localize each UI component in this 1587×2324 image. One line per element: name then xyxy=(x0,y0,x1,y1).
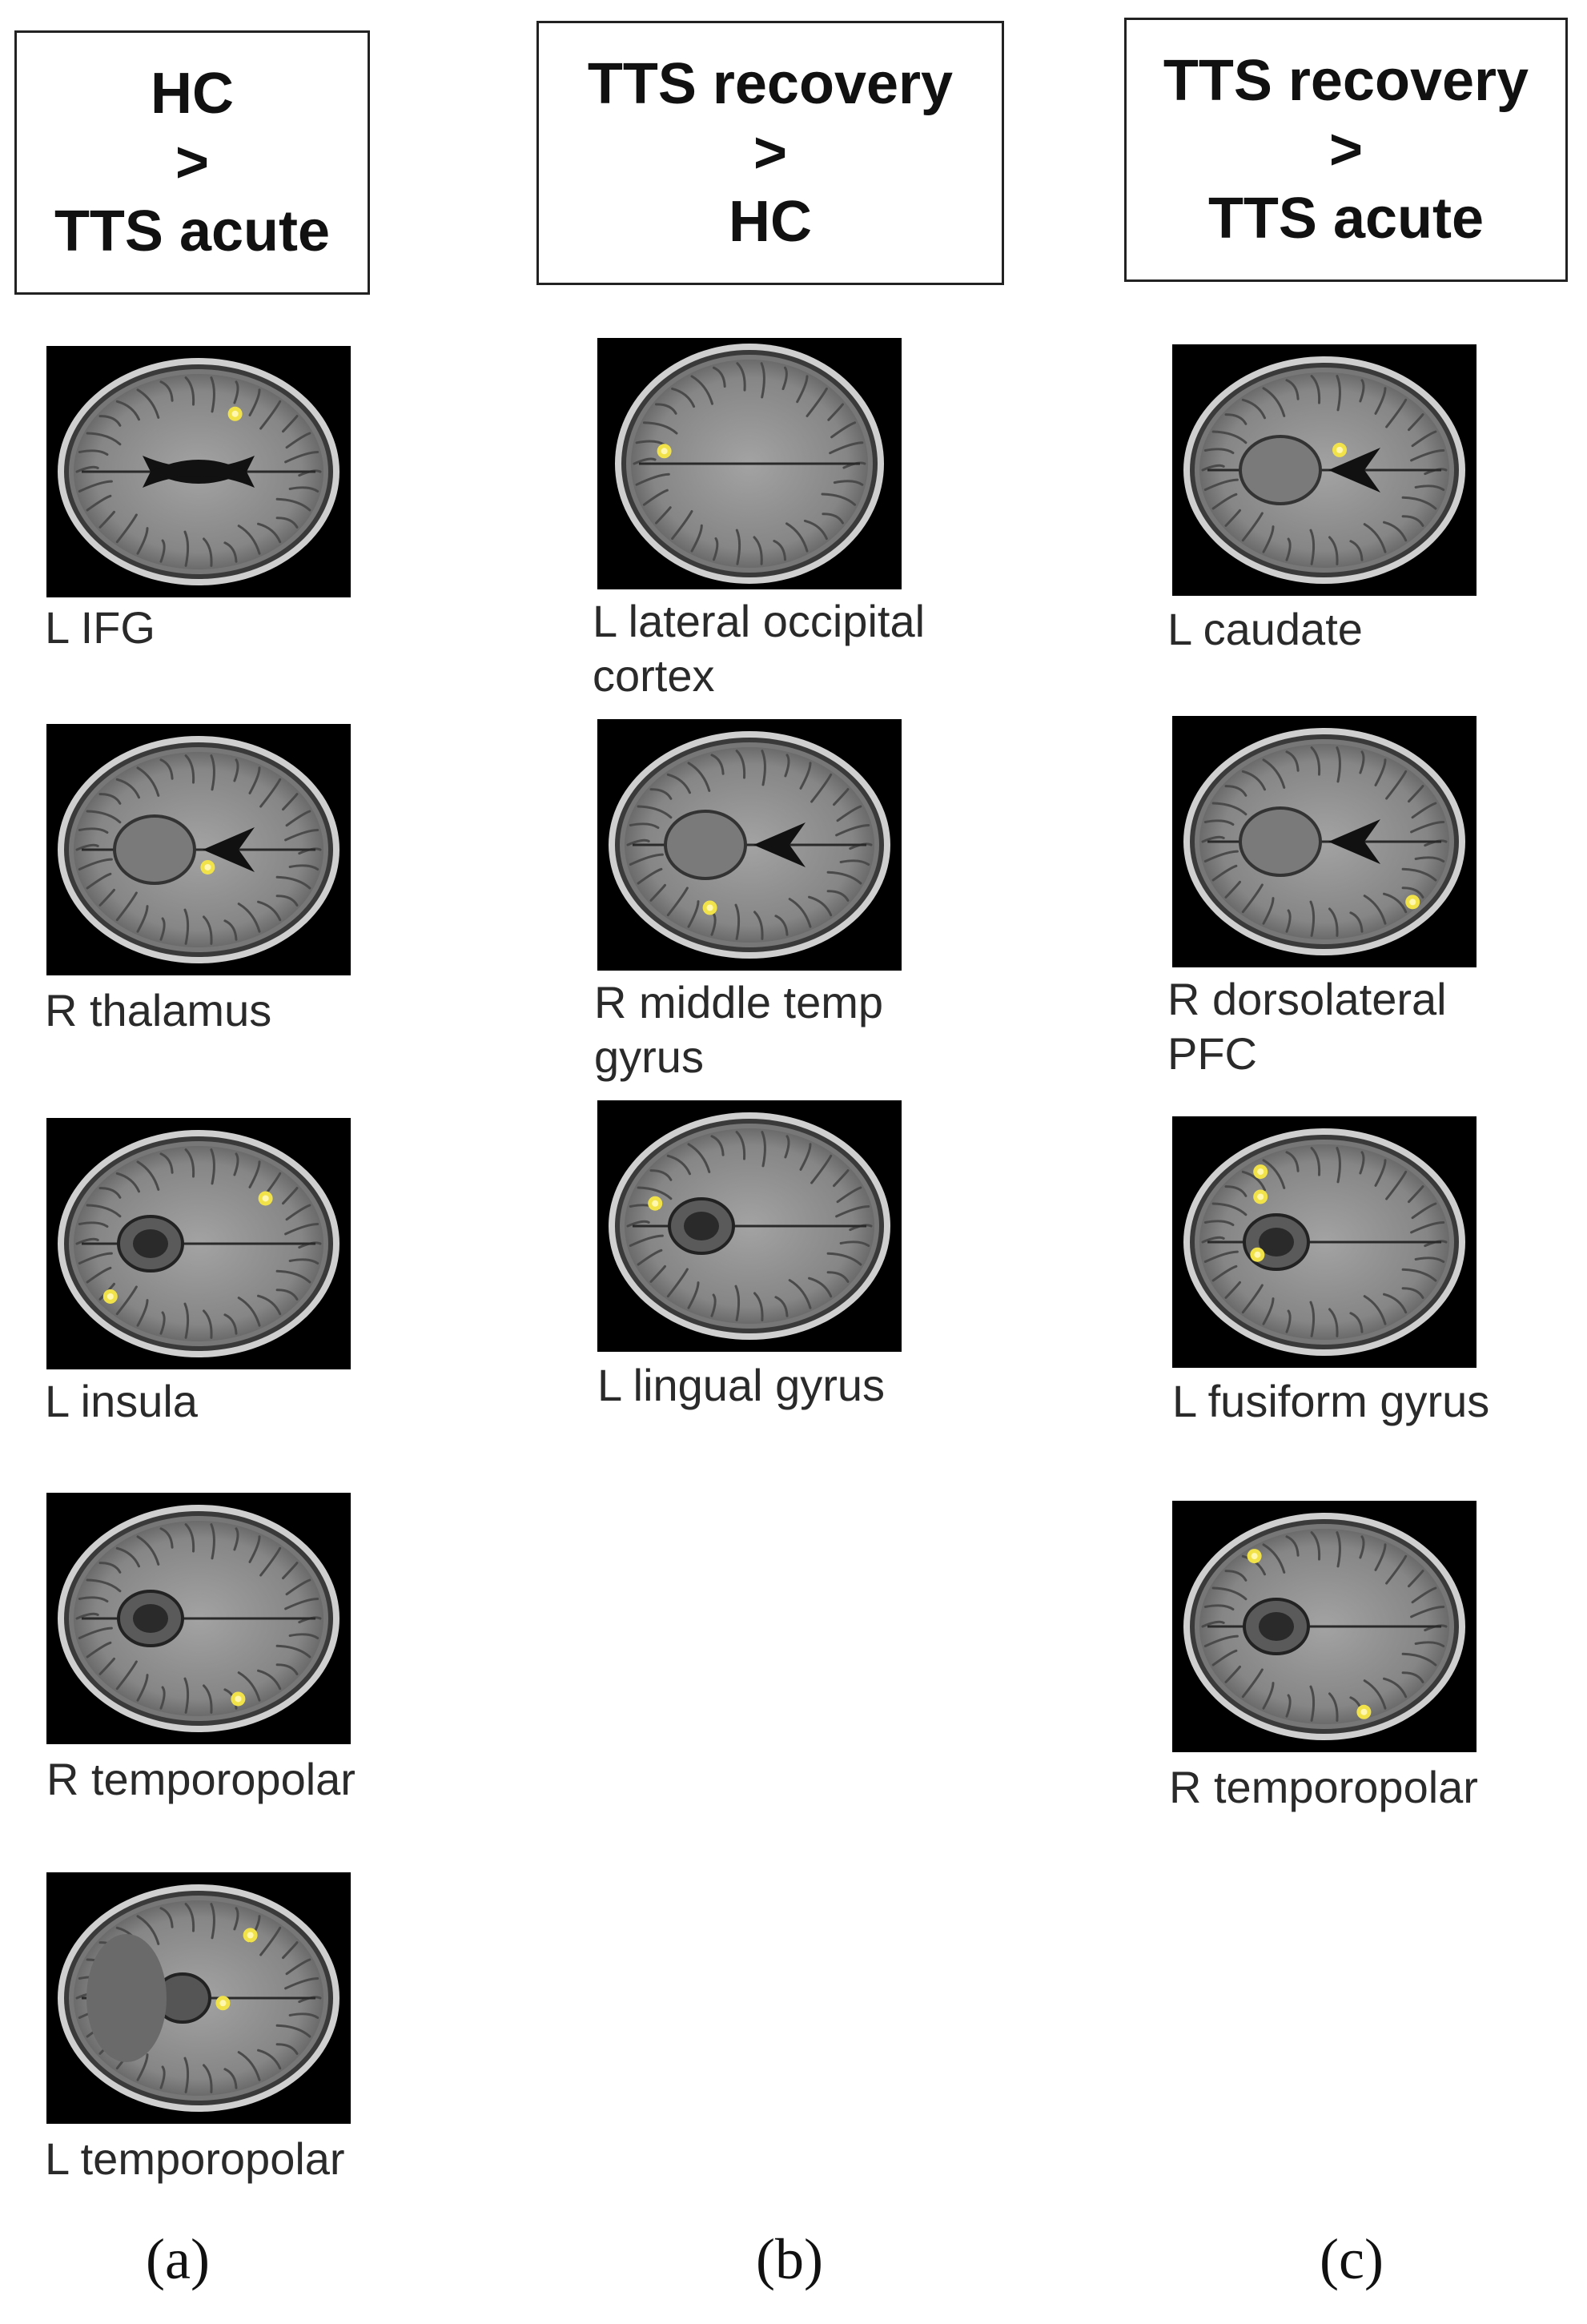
brain-slice-c2 xyxy=(1172,716,1477,967)
region-caption: L insula xyxy=(45,1376,198,1426)
header-line: > xyxy=(753,121,788,185)
brain-slice-a2 xyxy=(46,724,351,975)
brain-slice-b1 xyxy=(597,338,902,589)
header-line: TTS acute xyxy=(54,199,331,263)
region-caption: R temporopolar xyxy=(46,1754,356,1804)
header-box-c: TTS recovery > TTS acute xyxy=(1124,18,1568,282)
region-caption: L fusiform gyrus xyxy=(1172,1376,1490,1426)
header-line: > xyxy=(175,131,210,195)
region-caption: L lingual gyrus xyxy=(597,1360,886,1410)
brain-slice-image xyxy=(1172,1501,1477,1752)
brain-slice-c3 xyxy=(1172,1116,1477,1368)
brain-slice-image xyxy=(1172,1116,1477,1368)
header-line: > xyxy=(1328,118,1364,182)
brain-slice-a5 xyxy=(46,1872,351,2124)
brain-slice-image xyxy=(1172,344,1477,596)
region-caption: R dorsolateral PFC xyxy=(1167,974,1447,1079)
panel-sublabel-c: (c) xyxy=(1320,2227,1384,2291)
brain-slice-image xyxy=(46,1493,351,1744)
brain-slice-c1 xyxy=(1172,344,1477,596)
panel-sublabel-a: (a) xyxy=(146,2227,210,2291)
region-caption: R thalamus xyxy=(45,985,272,1035)
brain-slice-image xyxy=(597,338,902,589)
brain-slice-a4 xyxy=(46,1493,351,1744)
header-line: HC xyxy=(151,62,234,126)
brain-slice-image xyxy=(1172,716,1477,967)
brain-slice-image xyxy=(46,346,351,597)
region-caption: L lateral occipital cortex xyxy=(593,596,926,701)
brain-slice-b2 xyxy=(597,719,902,971)
brain-slice-image xyxy=(597,719,902,971)
panel-sublabel-b: (b) xyxy=(756,2227,823,2291)
brain-slice-image xyxy=(46,724,351,975)
header-box-b: TTS recovery > HC xyxy=(536,21,1004,285)
region-caption: R temporopolar xyxy=(1169,1762,1478,1812)
header-line: TTS recovery xyxy=(587,52,954,116)
region-caption: L caudate xyxy=(1167,604,1363,654)
region-caption: R middle temp gyrus xyxy=(594,977,884,1082)
header-box-a: HC > TTS acute xyxy=(14,30,370,295)
region-caption: L temporopolar xyxy=(45,2133,345,2184)
header-line: TTS acute xyxy=(1207,187,1485,251)
brain-slice-a3 xyxy=(46,1118,351,1369)
brain-slice-a1 xyxy=(46,346,351,597)
brain-slice-image xyxy=(46,1118,351,1369)
header-line: HC xyxy=(729,190,812,254)
header-line: TTS recovery xyxy=(1163,49,1529,113)
brain-slice-image xyxy=(597,1100,902,1352)
region-caption: L IFG xyxy=(45,602,155,653)
brain-slice-c4 xyxy=(1172,1501,1477,1752)
brain-slice-b3 xyxy=(597,1100,902,1352)
brain-slice-image xyxy=(46,1872,351,2124)
